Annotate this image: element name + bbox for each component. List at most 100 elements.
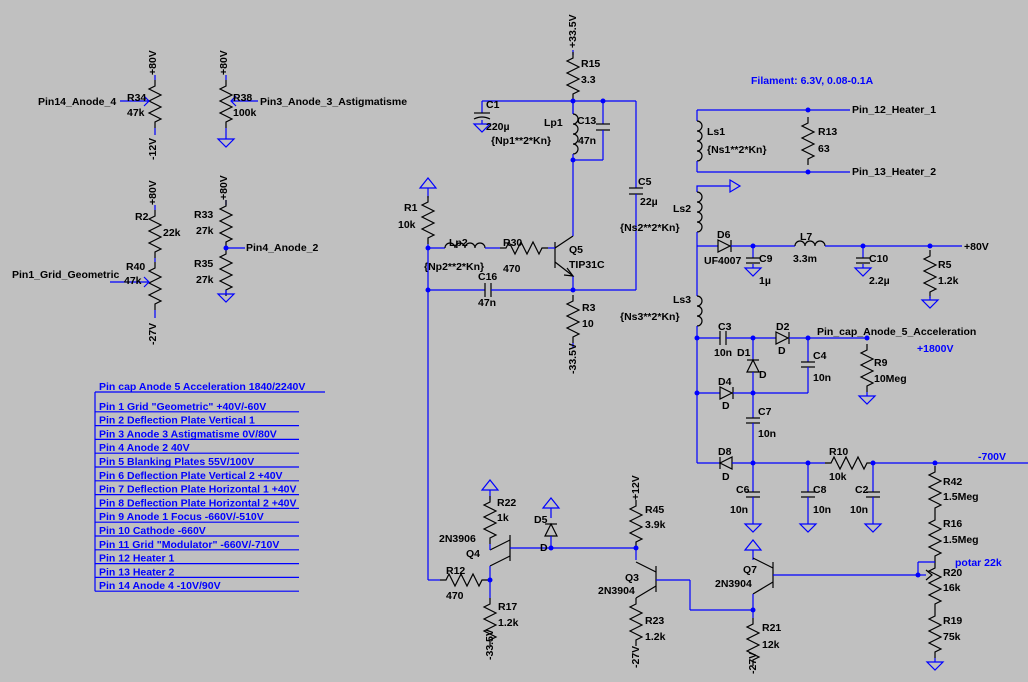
capacitor-c6[interactable]: [744, 463, 762, 533]
c6-value: 10n: [730, 504, 748, 516]
resistor-r45[interactable]: [629, 499, 643, 560]
pin-list-item: Pin 14 Anode 4 -10V/90V: [99, 580, 221, 592]
c10-ref: C10: [869, 253, 888, 265]
inductor-lp1[interactable]: [572, 101, 579, 160]
capacitor-c1[interactable]: [473, 101, 491, 133]
c13-ref: C13: [577, 115, 596, 127]
inductor-l7[interactable]: [794, 240, 826, 247]
c3-ref: C3: [718, 321, 732, 333]
transistor-q4[interactable]: [489, 535, 636, 598]
capacitor-c5[interactable]: [629, 101, 643, 290]
net-label-33v-neg-b: -33.5V: [484, 629, 496, 660]
resistor-r1[interactable]: [421, 195, 435, 580]
resistor-r10[interactable]: [824, 456, 874, 470]
r21-ref: R21: [762, 622, 781, 634]
q7-ref: Q7: [743, 564, 757, 576]
net-label-33v-neg: -33.5V: [567, 343, 579, 374]
resistor-r35[interactable]: [217, 247, 235, 303]
resistor-r9[interactable]: [858, 343, 876, 405]
pin-list-item: Pin 9 Anode 1 Focus -660V/-510V: [99, 511, 264, 523]
r34-ref: R34: [127, 92, 146, 104]
c8-value: 10n: [813, 504, 831, 516]
diode-d6[interactable]: [717, 239, 732, 253]
ls3-ref: Ls3: [673, 294, 691, 306]
diode-d1[interactable]: [746, 338, 760, 393]
inductor-ls3[interactable]: [696, 295, 703, 327]
d5-value: D: [540, 542, 548, 554]
capacitor-c8[interactable]: [799, 463, 817, 533]
lp2-value: {Np2**2*Kn}: [424, 261, 484, 273]
pin-list-item: Pin 3 Anode 3 Astigmatisme 0V/80V: [99, 428, 277, 440]
c1-value: 220µ: [486, 121, 510, 133]
net-label-80v-d: +80V: [218, 175, 230, 200]
resistor-r38[interactable]: [217, 75, 258, 148]
net-label-80v-b: +80V: [218, 50, 230, 75]
capacitor-c16[interactable]: [484, 283, 492, 297]
d4-ref: D4: [718, 376, 732, 388]
resistor-r34[interactable]: [120, 75, 162, 135]
capacitor-c9[interactable]: [744, 246, 762, 277]
transistor-q3[interactable]: [635, 561, 753, 611]
r45-ref: R45: [645, 504, 664, 516]
d5-ref: D5: [534, 514, 548, 526]
r10-value: 10k: [829, 471, 847, 483]
inductor-ls1[interactable]: [696, 110, 703, 172]
net-label-700v: -700V: [978, 451, 1006, 463]
r20-value: 16k: [943, 582, 961, 594]
potentiometer-r20[interactable]: [918, 561, 942, 611]
inductor-ls2[interactable]: [696, 191, 703, 233]
resistor-r23[interactable]: [629, 597, 643, 647]
d1-ref: D1: [737, 347, 751, 359]
resistor-r22[interactable]: [483, 495, 497, 545]
net-label-anode5: Pin_cap_Anode_5_Acceleration: [817, 326, 976, 338]
capacitor-c7[interactable]: [746, 393, 760, 463]
resistor-r40[interactable]: [110, 261, 162, 318]
capacitor-c3[interactable]: [719, 331, 727, 345]
r1-value: 10k: [398, 219, 416, 231]
diode-d2[interactable]: [775, 331, 790, 345]
inductor-lp2[interactable]: [444, 242, 486, 249]
capacitor-c2[interactable]: [864, 463, 882, 533]
ls1-ref: Ls1: [707, 126, 725, 138]
net-label-80v-c: +80V: [147, 180, 159, 205]
r42-ref: R42: [943, 476, 962, 488]
r12-value: 470: [446, 590, 464, 602]
capacitor-c4[interactable]: [801, 338, 815, 393]
r23-ref: R23: [645, 615, 664, 627]
r21-value: 12k: [762, 639, 780, 651]
capacitor-c13[interactable]: [573, 101, 610, 161]
resistor-r5[interactable]: [921, 249, 939, 309]
d4-value: D: [722, 400, 730, 412]
diode-d8[interactable]: [718, 456, 733, 470]
l7-ref: L7: [800, 231, 812, 243]
transistor-q7[interactable]: [752, 557, 918, 618]
resistor-r33[interactable]: [219, 199, 245, 249]
net-label-anode4: Pin14_Anode_4: [38, 96, 116, 108]
d2-value: D: [778, 345, 786, 357]
pin-list-item: Pin 4 Anode 2 40V: [99, 442, 190, 454]
lp1-value: {Np1**2*Kn}: [491, 135, 551, 147]
q4-value: 2N3906: [439, 533, 476, 545]
net-label-anode2: Pin4_Anode_2: [246, 242, 319, 254]
resistor-r3[interactable]: [566, 294, 580, 348]
net-label-heater2: Pin_13_Heater_2: [852, 166, 936, 178]
r38-value: 100k: [233, 107, 257, 119]
r33-value: 27k: [196, 225, 214, 237]
capacitor-c10[interactable]: [854, 246, 872, 277]
ls2-value: {Ns2**2*Kn}: [620, 222, 680, 234]
resistor-r13[interactable]: [801, 116, 815, 166]
resistor-r16[interactable]: [928, 513, 942, 563]
transistor-q5[interactable]: [554, 160, 575, 290]
pin-list-item: Pin 8 Deflection Plate Horizontal 2 +40V: [99, 497, 297, 509]
resistor-r2[interactable]: [148, 205, 162, 262]
r1-ref: R1: [404, 202, 418, 214]
diode-d4[interactable]: [719, 386, 734, 400]
potar-note: potar 22k: [955, 557, 1002, 569]
r45-value: 3.9k: [645, 519, 666, 531]
resistor-r19[interactable]: [926, 609, 944, 671]
resistor-r42[interactable]: [928, 465, 942, 515]
pin-list-item: Pin 12 Heater 1: [99, 553, 174, 565]
d6-ref: D6: [717, 229, 731, 241]
r19-value: 75k: [943, 631, 961, 643]
